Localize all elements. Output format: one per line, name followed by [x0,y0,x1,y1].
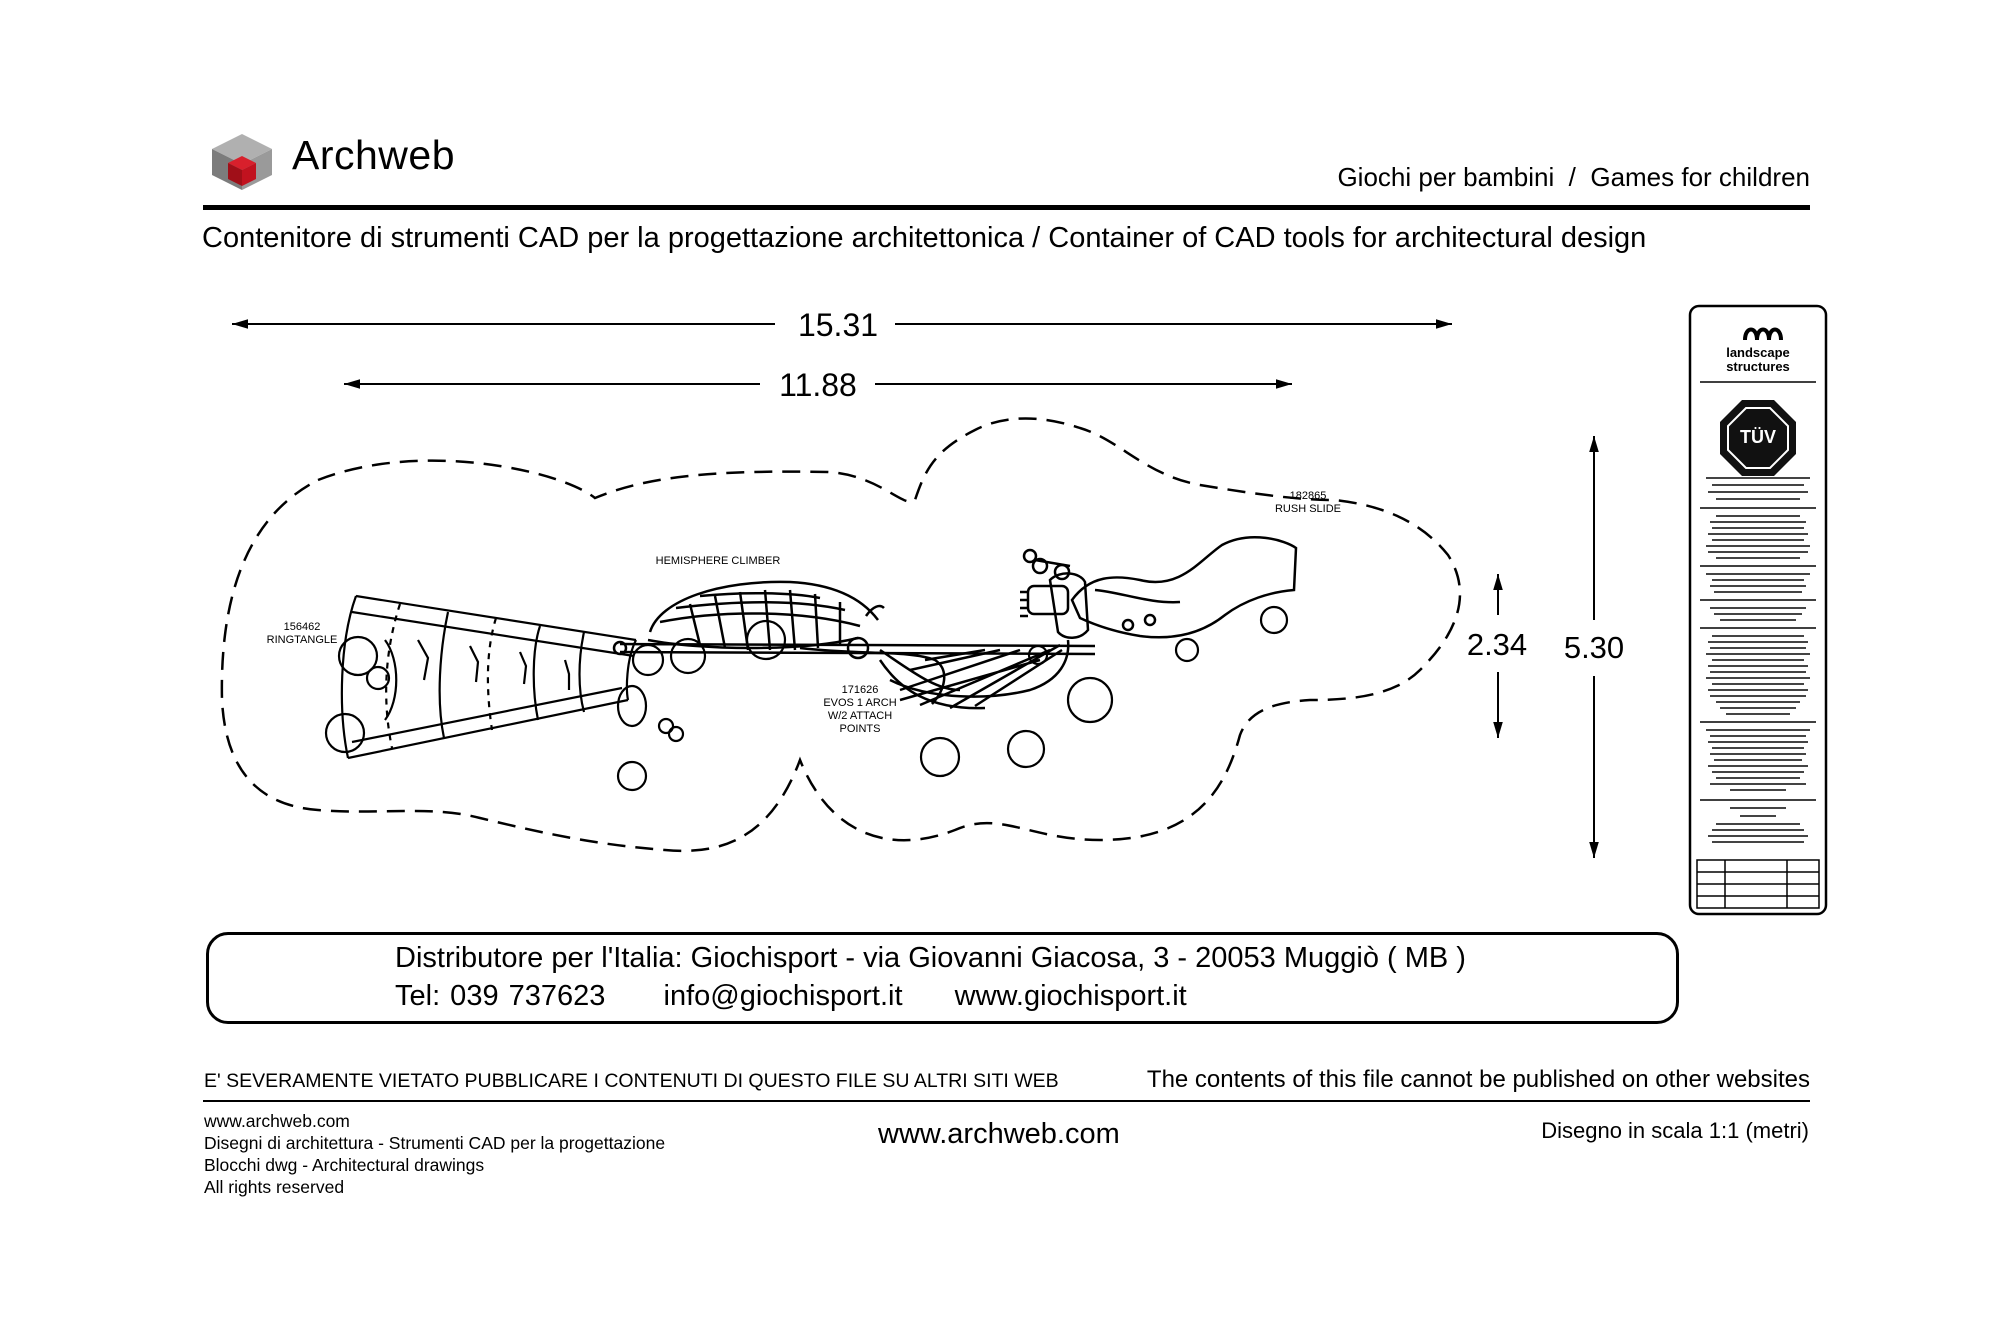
hemisphere-climber [647,580,1070,710]
fine-print [1700,477,1816,843]
footer-site[interactable]: www.archweb.com [204,1111,350,1131]
slide-name: RUSH SLIDE [1275,503,1341,515]
dim-2-34: 2.34 [1467,627,1527,662]
footer-line2: Disegni di architettura - Strumenti CAD … [204,1133,666,1153]
cube-logo-icon [212,134,272,190]
arch-line2: W/2 ATTACH [828,710,892,722]
dim-15-31: 15.31 [798,307,878,343]
footer-center-site[interactable]: www.archweb.com [878,1118,1120,1150]
distributor-phone: Tel: 039 737623 [395,980,606,1012]
header-divider [203,205,1810,210]
safety-zone-outline [220,417,1462,853]
brand-line1: landscape [1726,345,1790,360]
footer-line3: Blocchi dwg - Architectural drawings [204,1155,485,1175]
notice-english: The contents of this file cannot be publ… [1146,1066,1810,1093]
footer-divider [203,1100,1810,1102]
distributor-email[interactable]: info@giochisport.it [663,980,903,1012]
page-subtitle: Contenitore di strumenti CAD per la prog… [202,222,1647,254]
footer-line4: All rights reserved [204,1177,345,1197]
logo-text: Archweb [292,132,456,178]
ringtangle-code: 156462 [284,621,321,633]
arch-line1: EVOS 1 ARCH [823,697,896,709]
brand-line2: structures [1726,359,1790,374]
hemisphere-label: HEMISPHERE CLIMBER [656,555,781,567]
dim-5-30: 5.30 [1564,630,1624,665]
dimension-overall-width: 5.30 [1564,436,1624,858]
distributor-contacts: Tel: 039 737623 info@giochisport.it www.… [395,980,1187,1013]
revision-table [1696,859,1820,909]
distributor-address: Distributore per l'Italia: Giochisport -… [395,942,1466,974]
ringtangle-tunnel [340,594,637,760]
distributor-box [206,932,1679,1024]
rush-slide [1020,536,1298,639]
arch-line3: POINTS [840,723,881,735]
stepping-pods [324,605,1289,792]
distributor-website[interactable]: www.giochisport.it [954,980,1187,1012]
tunnel-end-climber [616,684,685,743]
landscape-structures-logo-icon [1743,327,1783,341]
dimension-overall-length: 15.31 [232,307,1452,343]
notice-italian: E' SEVERAMENTE VIETATO PUBBLICARE I CONT… [204,1070,1059,1092]
title-block: landscape structures TÜV [1688,304,1828,916]
evos-arch [612,636,1096,660]
tuv-text: TÜV [1740,427,1776,447]
arch-code: 171626 [842,684,879,696]
archweb-logo [210,132,274,192]
dimension-equipment-width: 2.34 [1467,574,1527,738]
ringtangle-name: RINGTANGLE [267,634,338,646]
slide-code: 182865 [1290,490,1327,502]
category-label: Giochi per bambini / Games for children [1337,162,1810,192]
footer-scale: Disegno in scala 1:1 (metri) [1541,1118,1809,1143]
equipment-labels: 156462 RINGTANGLE HEMISPHERE CLIMBER 171… [267,490,1341,735]
tuv-seal-icon [1720,400,1796,476]
dimension-equipment-length: 11.88 [344,367,1292,403]
footer-info: www.archweb.com Disegni di architettura … [204,1110,665,1198]
dim-11-88: 11.88 [779,367,857,403]
